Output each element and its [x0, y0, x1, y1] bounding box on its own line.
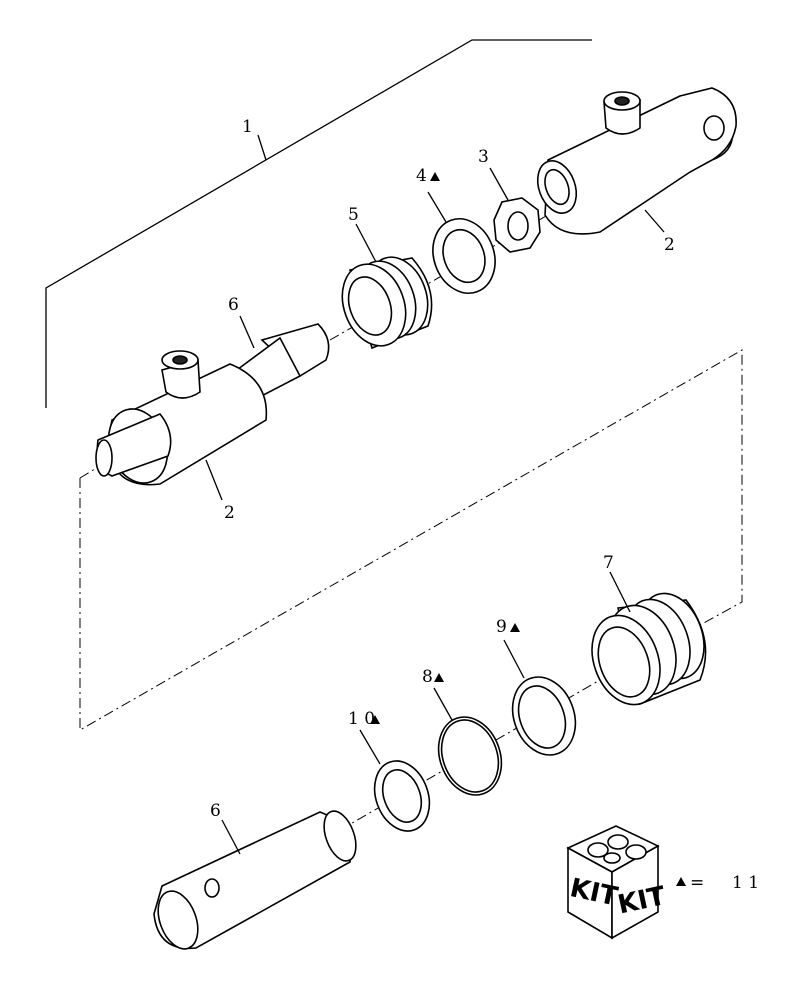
cylinder-head-part-2-upper [536, 87, 737, 235]
o-ring-part-8 [433, 687, 503, 796]
callout-5: 5 [348, 205, 359, 225]
callout-7: 7 [603, 553, 614, 573]
rod-part-6 [153, 810, 357, 950]
legend-equals: = [690, 873, 704, 893]
gland-part-7 [591, 571, 707, 706]
ring-part-4 [427, 191, 496, 294]
legend-kit-ref: 1 1 [732, 873, 759, 893]
kit-box-icon [566, 825, 660, 940]
callout-2-lower: 2 [224, 503, 235, 523]
piston-part-5 [341, 223, 433, 350]
callout-8: 8 [422, 667, 433, 687]
assembly-bracket [45, 39, 592, 408]
callout-1: 1 [242, 117, 253, 137]
callout-9: 9 [496, 617, 507, 637]
ring-part-9 [503, 639, 577, 756]
callout-6-upper: 6 [228, 295, 239, 315]
triangle-marker-icon [430, 172, 440, 181]
callout-6-lower: 6 [210, 801, 221, 821]
callout-2-upper: 2 [664, 235, 675, 255]
triangle-marker-icon [676, 877, 686, 886]
cylinder-head-part-2-lower [95, 315, 330, 501]
callout-3: 3 [478, 147, 489, 167]
nut-part-3 [489, 167, 541, 253]
triangle-marker-icon [510, 623, 520, 632]
triangle-marker-icon [370, 715, 380, 724]
triangle-marker-icon [434, 673, 444, 682]
callout-4: 4 [416, 166, 427, 186]
ring-part-10 [359, 729, 431, 832]
callout-10: 1 0 [348, 709, 375, 729]
